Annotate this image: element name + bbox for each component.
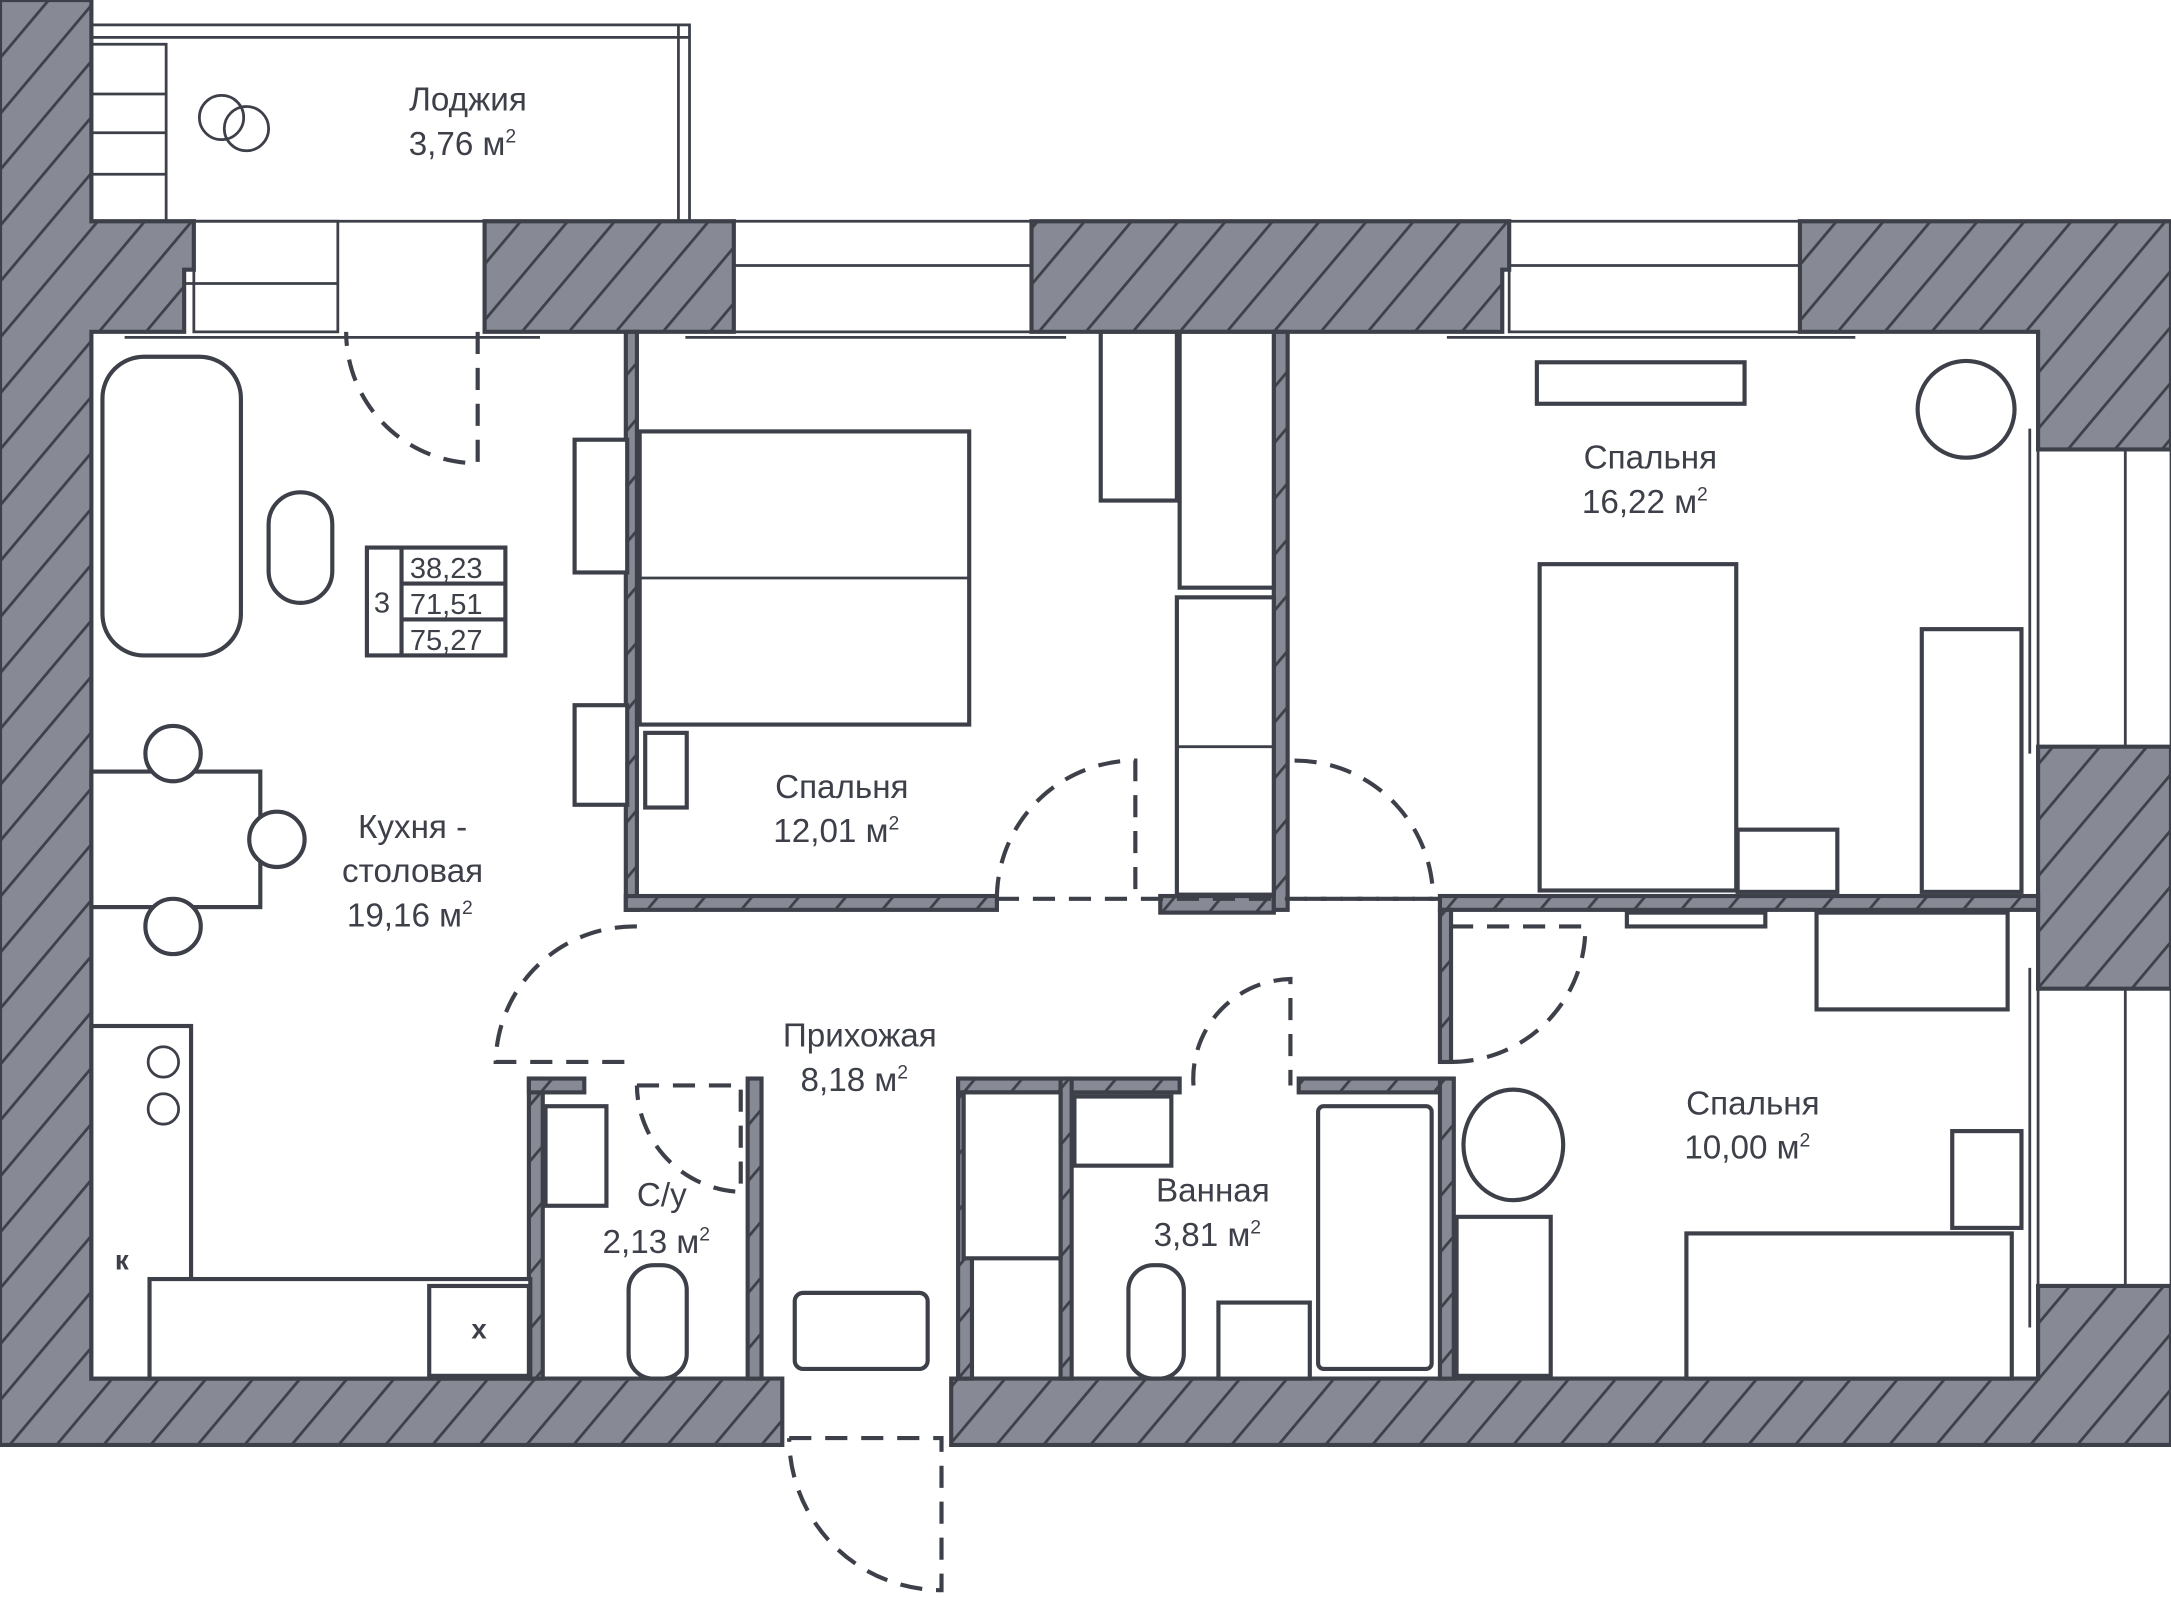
wardrobe — [1177, 329, 1276, 590]
svg-text:Спальня: Спальня — [1686, 1086, 1819, 1123]
room-label-bedroom-16: Спальня 16,22 м2 — [1582, 440, 1717, 521]
svg-text:3,76 м2: 3,76 м2 — [409, 125, 516, 162]
desk — [1098, 329, 1179, 503]
svg-text:19,16 м2: 19,16 м2 — [347, 897, 473, 934]
svg-text:Ванная: Ванная — [1156, 1173, 1270, 1210]
stove-mark-k: к — [115, 1244, 129, 1275]
washing-machine — [1072, 1094, 1174, 1168]
total-area-with-loggia: 75,27 — [410, 625, 483, 657]
room-label-bedroom-12: Спальня 12,01 м2 — [773, 769, 908, 850]
room-count: 3 — [374, 588, 390, 620]
svg-text:10,00 м2: 10,00 м2 — [1684, 1129, 1810, 1166]
walls — [0, 0, 2171, 1448]
room-label-kitchen: Кухня - столовая 19,16 м2 — [342, 809, 483, 934]
svg-text:Спальня: Спальня — [1584, 440, 1717, 477]
svg-text:Кухня -: Кухня - — [358, 809, 467, 846]
room-label-bathroom: Ванная 3,81 м2 — [1154, 1173, 1270, 1254]
room-label-hallway: Прихожая 8,18 м2 — [783, 1018, 937, 1099]
single-bed — [1684, 1231, 2014, 1381]
stove-mark-x: х — [471, 1314, 487, 1345]
room-label-wc: С/у 2,13 м2 — [603, 1177, 710, 1261]
svg-text:8,18 м2: 8,18 м2 — [801, 1062, 908, 1099]
svg-text:12,01 м2: 12,01 м2 — [773, 813, 899, 850]
sofa — [100, 354, 243, 658]
room-label-bedroom-10: Спальня 10,00 м2 — [1684, 1086, 1819, 1167]
svg-text:Прихожая: Прихожая — [783, 1018, 937, 1055]
svg-text:16,22 м2: 16,22 м2 — [1582, 484, 1708, 521]
plant-icon — [197, 94, 270, 153]
svg-text:2,13 м2: 2,13 м2 — [603, 1223, 710, 1260]
furniture — [89, 329, 2024, 1381]
rug — [792, 1290, 930, 1372]
svg-text:3,81 м2: 3,81 м2 — [1154, 1216, 1261, 1253]
bed — [1537, 562, 1739, 893]
svg-text:столовая: столовая — [342, 853, 483, 890]
fridge — [427, 1283, 531, 1378]
coffee-table — [266, 490, 335, 605]
room-label-loggia: Лоджия 3,76 м2 — [409, 82, 527, 163]
work-desk — [1919, 627, 2024, 894]
loggia-outline — [89, 23, 691, 223]
total-area: 71,51 — [410, 589, 483, 621]
svg-text:Спальня: Спальня — [775, 769, 908, 806]
windows — [124, 219, 2171, 1328]
loggia — [89, 23, 691, 223]
bathtub — [1316, 1104, 1434, 1372]
apartment-info-box: 3 38,23 71,51 75,27 — [364, 545, 508, 658]
dining-table — [89, 769, 263, 910]
living-area: 38,23 — [410, 553, 483, 585]
svg-text:С/у: С/у — [637, 1177, 687, 1214]
toilet — [1126, 1263, 1186, 1381]
doors — [344, 331, 1588, 1593]
svg-text:Лоджия: Лоджия — [409, 82, 527, 119]
